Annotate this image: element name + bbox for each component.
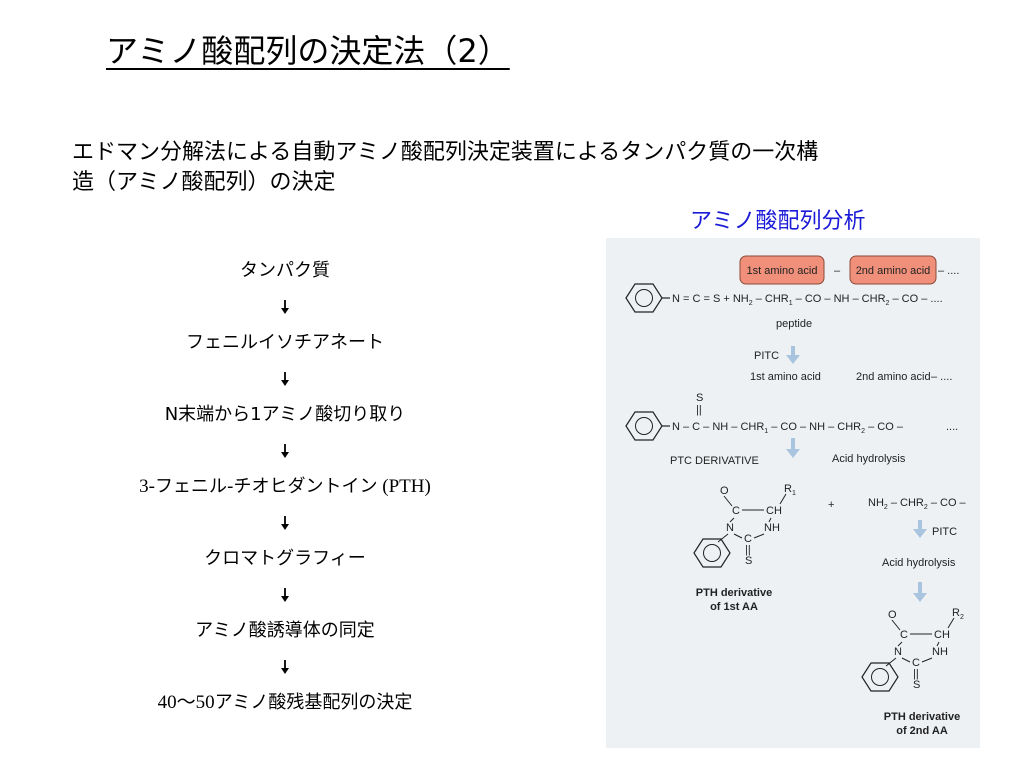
intro-line-1: エドマン分解法による自動アミノ酸配列決定装置によるタンパク質の一次構	[72, 140, 819, 165]
double-bond: ||	[913, 668, 919, 680]
slide-title: アミノ酸配列の決定法（2）	[106, 32, 510, 70]
down-arrow-icon	[40, 576, 530, 614]
second-amino-acid-label: 2nd amino acid	[856, 265, 931, 277]
procedure-flowchart: タンパク質 フェニルイソチアネート N末端から1アミノ酸切り取り 3-フェニル-…	[40, 254, 530, 720]
down-arrow-icon	[913, 520, 927, 538]
step-phenyl-isothiocyanate: フェニルイソチアネート	[186, 332, 384, 353]
step-sequence-determination: 40〜50アミノ酸残基配列の決定	[40, 686, 530, 720]
plus-sign: +	[828, 499, 834, 511]
pth-derivative-1-label: PTH derivative	[696, 587, 772, 599]
first-amino-acid-box	[739, 255, 825, 285]
edman-degradation-diagram: 1st amino acid – 2nd amino acid – .... N…	[606, 238, 980, 748]
oxygen-atom: O	[888, 609, 897, 621]
benzene-ring-icon	[625, 411, 663, 441]
pth-derivative-2-sublabel: of 2nd AA	[896, 725, 948, 737]
acid-hydrolysis-label: Acid hydrolysis	[882, 557, 956, 569]
ch-atom: CH	[934, 629, 950, 641]
peptide-label: peptide	[776, 318, 812, 330]
remaining-peptide: NH2 – CHR2 – CO –	[868, 497, 967, 511]
down-arrow-icon	[786, 346, 800, 364]
reaction-line: N = C = S + NH2 – CHR1 – CO – NH – CHR2 …	[672, 293, 943, 307]
carbon-atom: C	[912, 657, 920, 669]
down-arrow-icon	[40, 432, 530, 470]
first-amino-acid-label: 1st amino acid	[747, 265, 818, 277]
pth-derivative-2-label: PTH derivative	[884, 711, 960, 723]
step-pth-prefix: 3-	[139, 476, 155, 497]
box-separator: –	[834, 265, 841, 277]
double-bond: ||	[745, 544, 751, 556]
down-arrow-icon	[40, 360, 530, 398]
edman-diagram-svg: 1st amino acid – 2nd amino acid – .... N…	[625, 255, 967, 737]
carbon-atom: C	[732, 505, 740, 517]
benzene-ring-icon	[625, 283, 663, 313]
chain-continuation: ....	[946, 421, 958, 433]
r2-group: R2	[952, 607, 964, 621]
chain-continuation: – ....	[938, 265, 959, 277]
intro-text: エドマン分解法による自動アミノ酸配列決定装置によるタンパク質の一次構 造（アミノ…	[72, 138, 982, 198]
benzene-ring-icon	[861, 662, 899, 692]
sulfur-atom: S	[745, 555, 752, 567]
step-n-terminal-cleavage: N末端から1アミノ酸切り取り	[164, 404, 406, 425]
pitc-label: PITC	[932, 526, 957, 538]
r1-group: R1	[784, 483, 796, 497]
step-identification: アミノ酸誘導体の同定	[195, 620, 375, 641]
step-seq-prefix: 40〜50	[157, 692, 215, 713]
step-protein: タンパク質	[240, 260, 330, 281]
sulfur-atom: S	[913, 679, 920, 691]
benzene-ring-icon	[693, 538, 731, 568]
down-arrow-icon	[40, 504, 530, 542]
step-pth: 3-フェニル-チオヒダントイン (PTH)	[40, 470, 530, 504]
double-bond: ||	[696, 404, 702, 416]
first-amino-acid-text: 1st amino acid	[750, 371, 821, 383]
nh-atom: NH	[764, 522, 780, 534]
nitrogen-atom: N	[726, 522, 734, 534]
carbon-atom: C	[900, 629, 908, 641]
down-arrow-icon	[40, 648, 530, 686]
sulfur-atom: S	[696, 392, 703, 404]
down-arrow-icon	[40, 288, 530, 326]
step-chromatography: クロマトグラフィー	[204, 548, 366, 569]
step-seq-main: アミノ酸残基配列の決定	[214, 692, 413, 713]
analysis-title: アミノ酸配列分析	[690, 209, 866, 234]
ch-atom: CH	[766, 505, 782, 517]
ptc-chain: N – C – NH – CHR1 – CO – NH – CHR2 – CO …	[672, 421, 904, 435]
pth-derivative-1-sublabel: of 1st AA	[710, 601, 758, 613]
oxygen-atom: O	[720, 485, 729, 497]
step-pth-main: フェニル-チオヒダントイン	[155, 476, 378, 497]
acid-hydrolysis-label: Acid hydrolysis	[832, 453, 906, 465]
nh-atom: NH	[932, 646, 948, 658]
down-arrow-icon	[913, 582, 927, 602]
pitc-label: PITC	[754, 350, 779, 362]
down-arrow-icon	[786, 438, 800, 458]
step-pth-suffix: (PTH)	[377, 476, 431, 497]
chain-continuation: – ....	[931, 371, 952, 383]
carbon-atom: C	[744, 533, 752, 545]
second-amino-acid-box	[849, 255, 937, 285]
nitrogen-atom: N	[894, 646, 902, 658]
intro-line-2: 造（アミノ酸配列）の決定	[72, 170, 336, 195]
second-amino-acid-text: 2nd amino acid	[856, 371, 931, 383]
ptc-derivative-label: PTC DERIVATIVE	[670, 455, 759, 467]
